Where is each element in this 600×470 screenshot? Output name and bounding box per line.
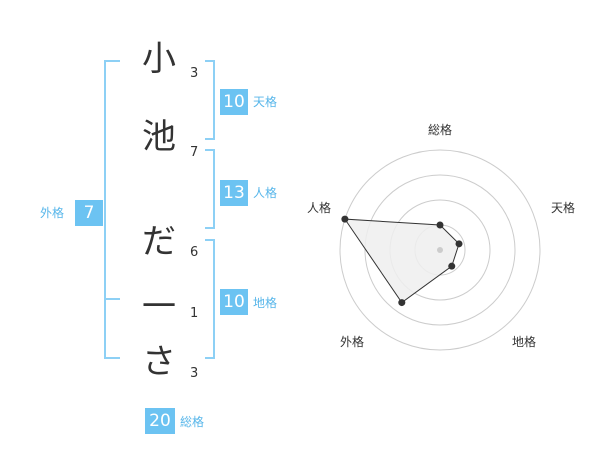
tenkaku-bracket [213, 60, 215, 140]
jinkaku-value: 13 [220, 180, 248, 206]
gaikaku-label: 外格 [40, 206, 65, 220]
jinkaku-label: 人格 [253, 186, 278, 200]
stroke-count-3: 6 [190, 245, 199, 260]
radar-series-polygon [343, 218, 460, 304]
name-char-3: だ [142, 222, 176, 262]
gaikaku-bracket [104, 60, 106, 359]
chikaku-value: 10 [220, 289, 248, 315]
gaikaku-value: 7 [75, 200, 103, 226]
stroke-count-2: 7 [190, 145, 199, 160]
stroke-count-4: 1 [190, 306, 199, 321]
soukaku-value: 20 [145, 408, 175, 434]
jinkaku-bracket [213, 149, 215, 229]
radar-point-3 [448, 262, 456, 270]
chikaku-label: 地格 [253, 296, 278, 310]
tenkaku-bracket-top [205, 60, 215, 62]
radar-center-point [437, 247, 443, 253]
chikaku-bracket-top [205, 239, 215, 241]
radar-ring [339, 149, 541, 351]
name-char-4: 一 [142, 287, 176, 327]
chikaku-bracket [213, 239, 215, 359]
chikaku-bracket-bottom [205, 357, 215, 359]
gaikaku-bracket-top [104, 60, 120, 62]
name-char-2: 池 [142, 117, 176, 157]
radar-axis-label-5: 人格 [307, 201, 332, 215]
jinkaku-bracket-bottom [205, 227, 215, 229]
tenkaku-value: 10 [220, 89, 248, 115]
stroke-count-1: 3 [190, 66, 199, 81]
gaikaku-bracket-bottom [104, 357, 120, 359]
gaikaku-bracket-mid [104, 298, 120, 300]
radar-point-2 [455, 240, 463, 248]
tenkaku-label: 天格 [253, 95, 278, 109]
tenkaku-bracket-bottom [205, 138, 215, 140]
name-char-5: さ [142, 342, 176, 382]
radar-point-1 [436, 221, 444, 229]
radar-axis-label-2: 天格 [551, 201, 576, 215]
soukaku-label: 総格 [180, 415, 205, 429]
radar-point-5 [341, 215, 349, 223]
radar-axis-label-1: 総格 [428, 123, 453, 137]
radar-ring [364, 174, 516, 326]
radar-axis-label-4: 外格 [340, 335, 365, 349]
radar-axis-label-3: 地格 [512, 335, 537, 349]
radar-point-4 [398, 299, 406, 307]
jinkaku-bracket-top [205, 149, 215, 151]
name-char-1: 小 [142, 39, 176, 79]
stroke-count-5: 3 [190, 366, 199, 381]
